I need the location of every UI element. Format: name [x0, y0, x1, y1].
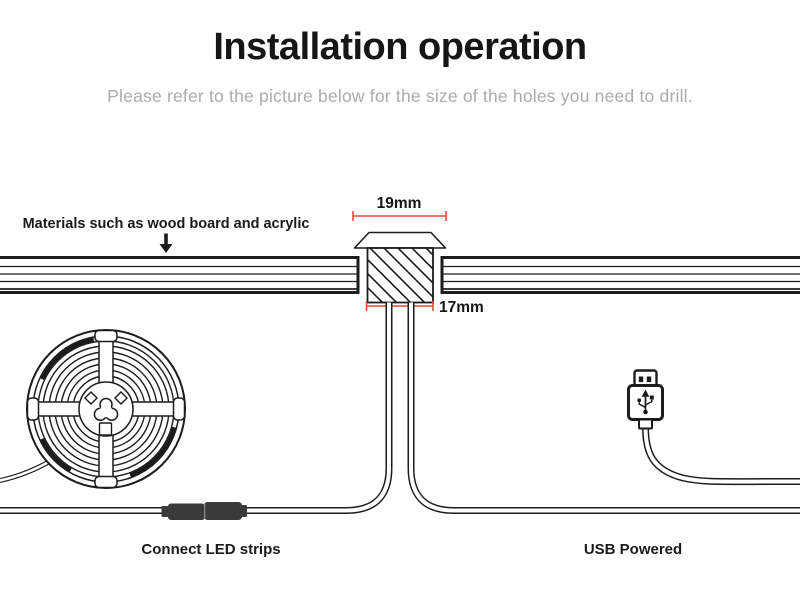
board-left-section [0, 256, 360, 294]
usb-trident-symbol [637, 389, 654, 415]
connect-led-strips-label: Connect LED strips [141, 541, 280, 558]
dimension-17mm: 17mm [365, 299, 484, 316]
page-subtitle: Please refer to the picture below for th… [107, 86, 693, 106]
wire-lamp-to-power [407, 302, 800, 514]
reel-hub-hole [93, 397, 119, 421]
wire-lamp-to-led-strip [0, 302, 393, 514]
led-strip-reel-icon [26, 329, 186, 489]
down-arrow-icon [159, 233, 173, 253]
usb-plug-icon [627, 369, 664, 430]
page-title: Installation operation [213, 26, 587, 68]
materials-label: Materials such as wood board and acrylic [23, 216, 310, 232]
dimension-19mm-label: 19mm [377, 195, 422, 212]
dimension-19mm: 19mm [352, 195, 447, 221]
usb-cable [642, 426, 800, 486]
usb-powered-label: USB Powered [584, 541, 682, 558]
puck-light-cross-section [353, 231, 447, 304]
dimension-17mm-label: 17mm [439, 299, 484, 316]
inline-connector-icon [161, 502, 247, 520]
board-right-section [440, 256, 800, 294]
hatch-pattern [367, 248, 433, 303]
led-strip-tail [0, 457, 54, 484]
